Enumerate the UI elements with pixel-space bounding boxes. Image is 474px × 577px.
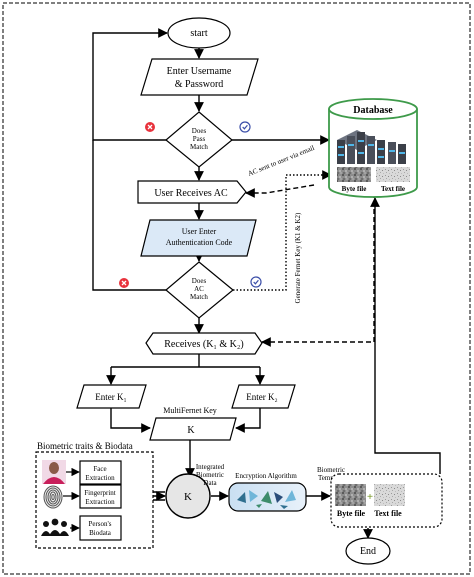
decision-ac-label-1: Does — [192, 277, 207, 285]
output-text-file-label: Text file — [374, 509, 402, 518]
face-extraction-label-2: Extraction — [85, 474, 115, 482]
receives-keys-node — [145, 332, 263, 355]
k-circle-label: K — [184, 491, 192, 503]
user-receives-ac-label: User Receives AC — [154, 188, 228, 199]
enter-credentials-label-1: Enter Username — [167, 66, 232, 77]
k-box — [149, 417, 237, 441]
biometric-template-label-2: Template — [318, 474, 344, 482]
ac-sent-edge-label: AC sent to user via email — [247, 144, 316, 178]
enter-k2-io — [231, 384, 296, 409]
decision-pass-label-2: Pass — [193, 135, 206, 143]
receives-keys-label: Receives (K₁ & K₂) — [164, 339, 243, 350]
database-byte-file-label: Byte file — [342, 185, 367, 193]
person-biodata-box — [79, 515, 122, 541]
end-terminal — [345, 537, 391, 565]
person-biodata-label-1: Person's — [88, 520, 111, 528]
enter-k2-label: Enter K₂ — [246, 392, 277, 402]
fingerprint-icon — [43, 485, 63, 509]
x-circle-icon — [145, 122, 155, 132]
integrated-label-2: Biometric — [196, 471, 224, 479]
encryption-pattern-icon — [237, 490, 296, 509]
database-node: Database Byte file Text file — [328, 98, 418, 198]
multifernet-key-label: MultiFernet Key — [163, 406, 217, 415]
face-extraction-label-1: Face — [93, 465, 106, 473]
database-text-file-image — [376, 167, 410, 182]
start-label: start — [190, 28, 207, 39]
biometric-template-label-1: Biometric — [317, 466, 345, 474]
enter-k1-io — [76, 384, 147, 409]
server-rack-icon — [337, 130, 406, 164]
decision-pass-label-3: Match — [190, 143, 208, 151]
fingerprint-extraction-box — [79, 484, 122, 509]
k-circle — [165, 473, 211, 519]
x-circle-icon — [119, 278, 129, 288]
k-box-label: K — [187, 425, 195, 436]
check-circle-icon — [250, 276, 262, 288]
output-text-file-image — [374, 484, 405, 506]
enter-credentials-label-2: & Password — [175, 79, 224, 90]
database-text-file-label: Text file — [381, 185, 405, 193]
biometric-panel-title: Biometric traits & Biodata — [37, 441, 133, 451]
face-photo-icon — [42, 460, 66, 484]
integrated-label-1: Integrated — [196, 463, 225, 471]
user-receives-ac-node — [137, 180, 247, 204]
connectors — [92, 28, 441, 539]
integrated-label-3: Data — [203, 479, 217, 487]
user-enter-code-label-1: User Enter — [182, 227, 217, 236]
decision-pass-match — [165, 111, 233, 168]
decision-ac-label-3: Match — [190, 293, 208, 301]
check-circle-icon — [239, 121, 251, 133]
decision-ac-match — [165, 261, 234, 319]
database-byte-file-image — [337, 167, 371, 182]
person-biodata-label-2: Biodata — [89, 529, 112, 537]
user-enter-code-io — [140, 219, 257, 257]
decision-pass-label-1: Does — [192, 127, 207, 135]
generate-key-edge-label: Generate Fernet Key (K1 & K2) — [294, 212, 302, 303]
user-enter-code-label-2: Authentication Code — [166, 238, 233, 247]
decision-ac-label-2: AC — [194, 285, 204, 293]
encryption-algorithm-label: Encryption Algorithm — [235, 472, 297, 480]
face-extraction-box — [79, 460, 122, 485]
people-icon — [41, 518, 69, 536]
start-terminal — [167, 17, 231, 49]
output-plus-label: + — [367, 491, 373, 503]
fingerprint-extraction-label-1: Fingerprint — [84, 489, 116, 497]
enter-credentials-io — [140, 58, 259, 96]
output-byte-file-image — [335, 484, 366, 506]
fingerprint-extraction-label-2: Extraction — [85, 498, 115, 506]
output-byte-file-label: Byte file — [337, 509, 366, 518]
enter-k1-label: Enter K₁ — [95, 392, 126, 402]
database-title: Database — [353, 105, 393, 116]
end-label: End — [360, 546, 376, 557]
